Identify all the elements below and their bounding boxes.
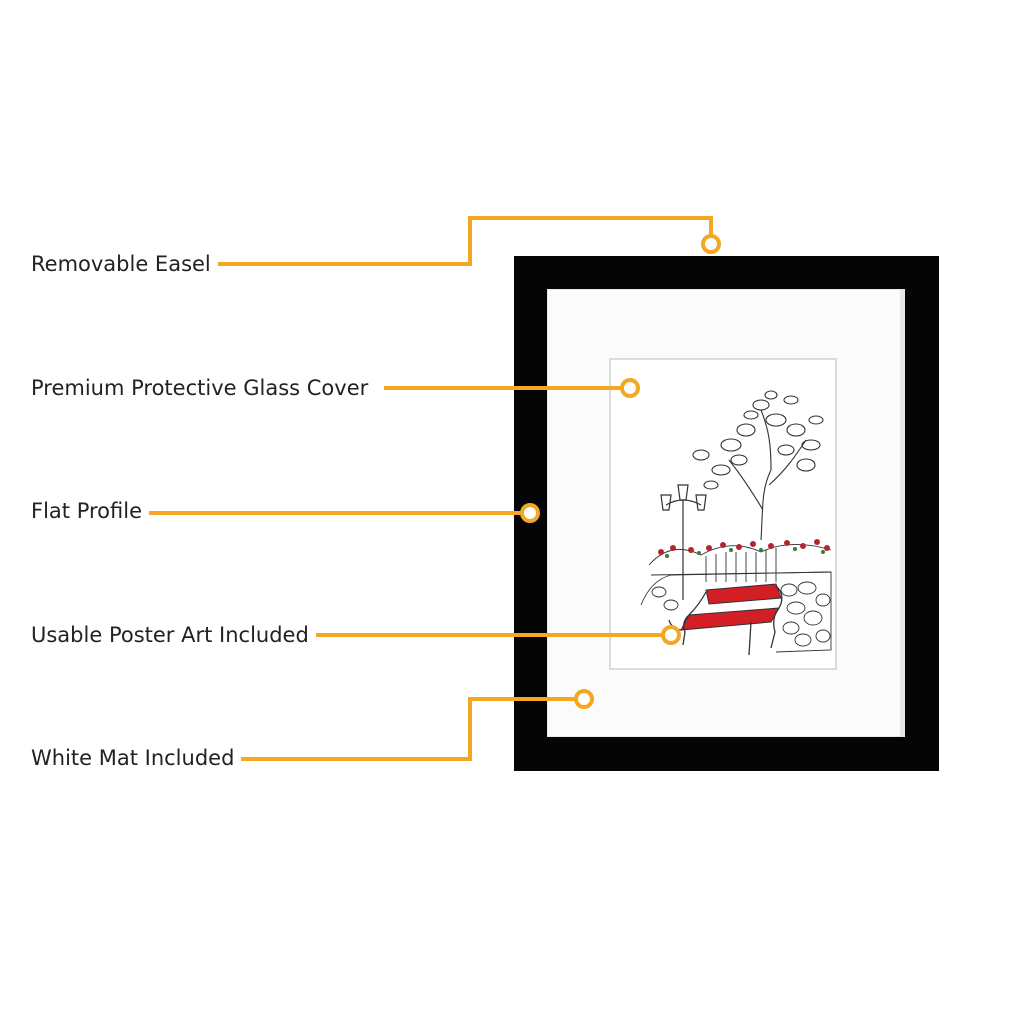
callout-label-poster-art: Usable Poster Art Included: [31, 623, 309, 647]
callout-label-glass-cover: Premium Protective Glass Cover: [31, 376, 369, 400]
poster-art-illustration: [640, 390, 832, 656]
glass-edge: [900, 289, 905, 737]
lamp-post-icon: [660, 484, 707, 600]
tree-icon: [692, 390, 824, 541]
callout-dot-icon: [661, 625, 681, 645]
callout-label-removable-easel: Removable Easel: [31, 252, 211, 276]
poster-art: [611, 360, 835, 668]
callout-dot-icon: [520, 503, 540, 523]
bench-icon: [668, 583, 783, 656]
callout-label-white-mat: White Mat Included: [31, 746, 235, 770]
stone-wall: [640, 571, 832, 653]
leader-line-mat: [241, 697, 578, 761]
leader-line-easel: [218, 216, 713, 266]
callout-dot-icon: [701, 234, 721, 254]
callout-dot-icon: [574, 689, 594, 709]
roses: [658, 539, 830, 555]
foliage: [665, 547, 825, 558]
callout-dot-icon: [620, 378, 640, 398]
callout-label-flat-profile: Flat Profile: [31, 499, 142, 523]
